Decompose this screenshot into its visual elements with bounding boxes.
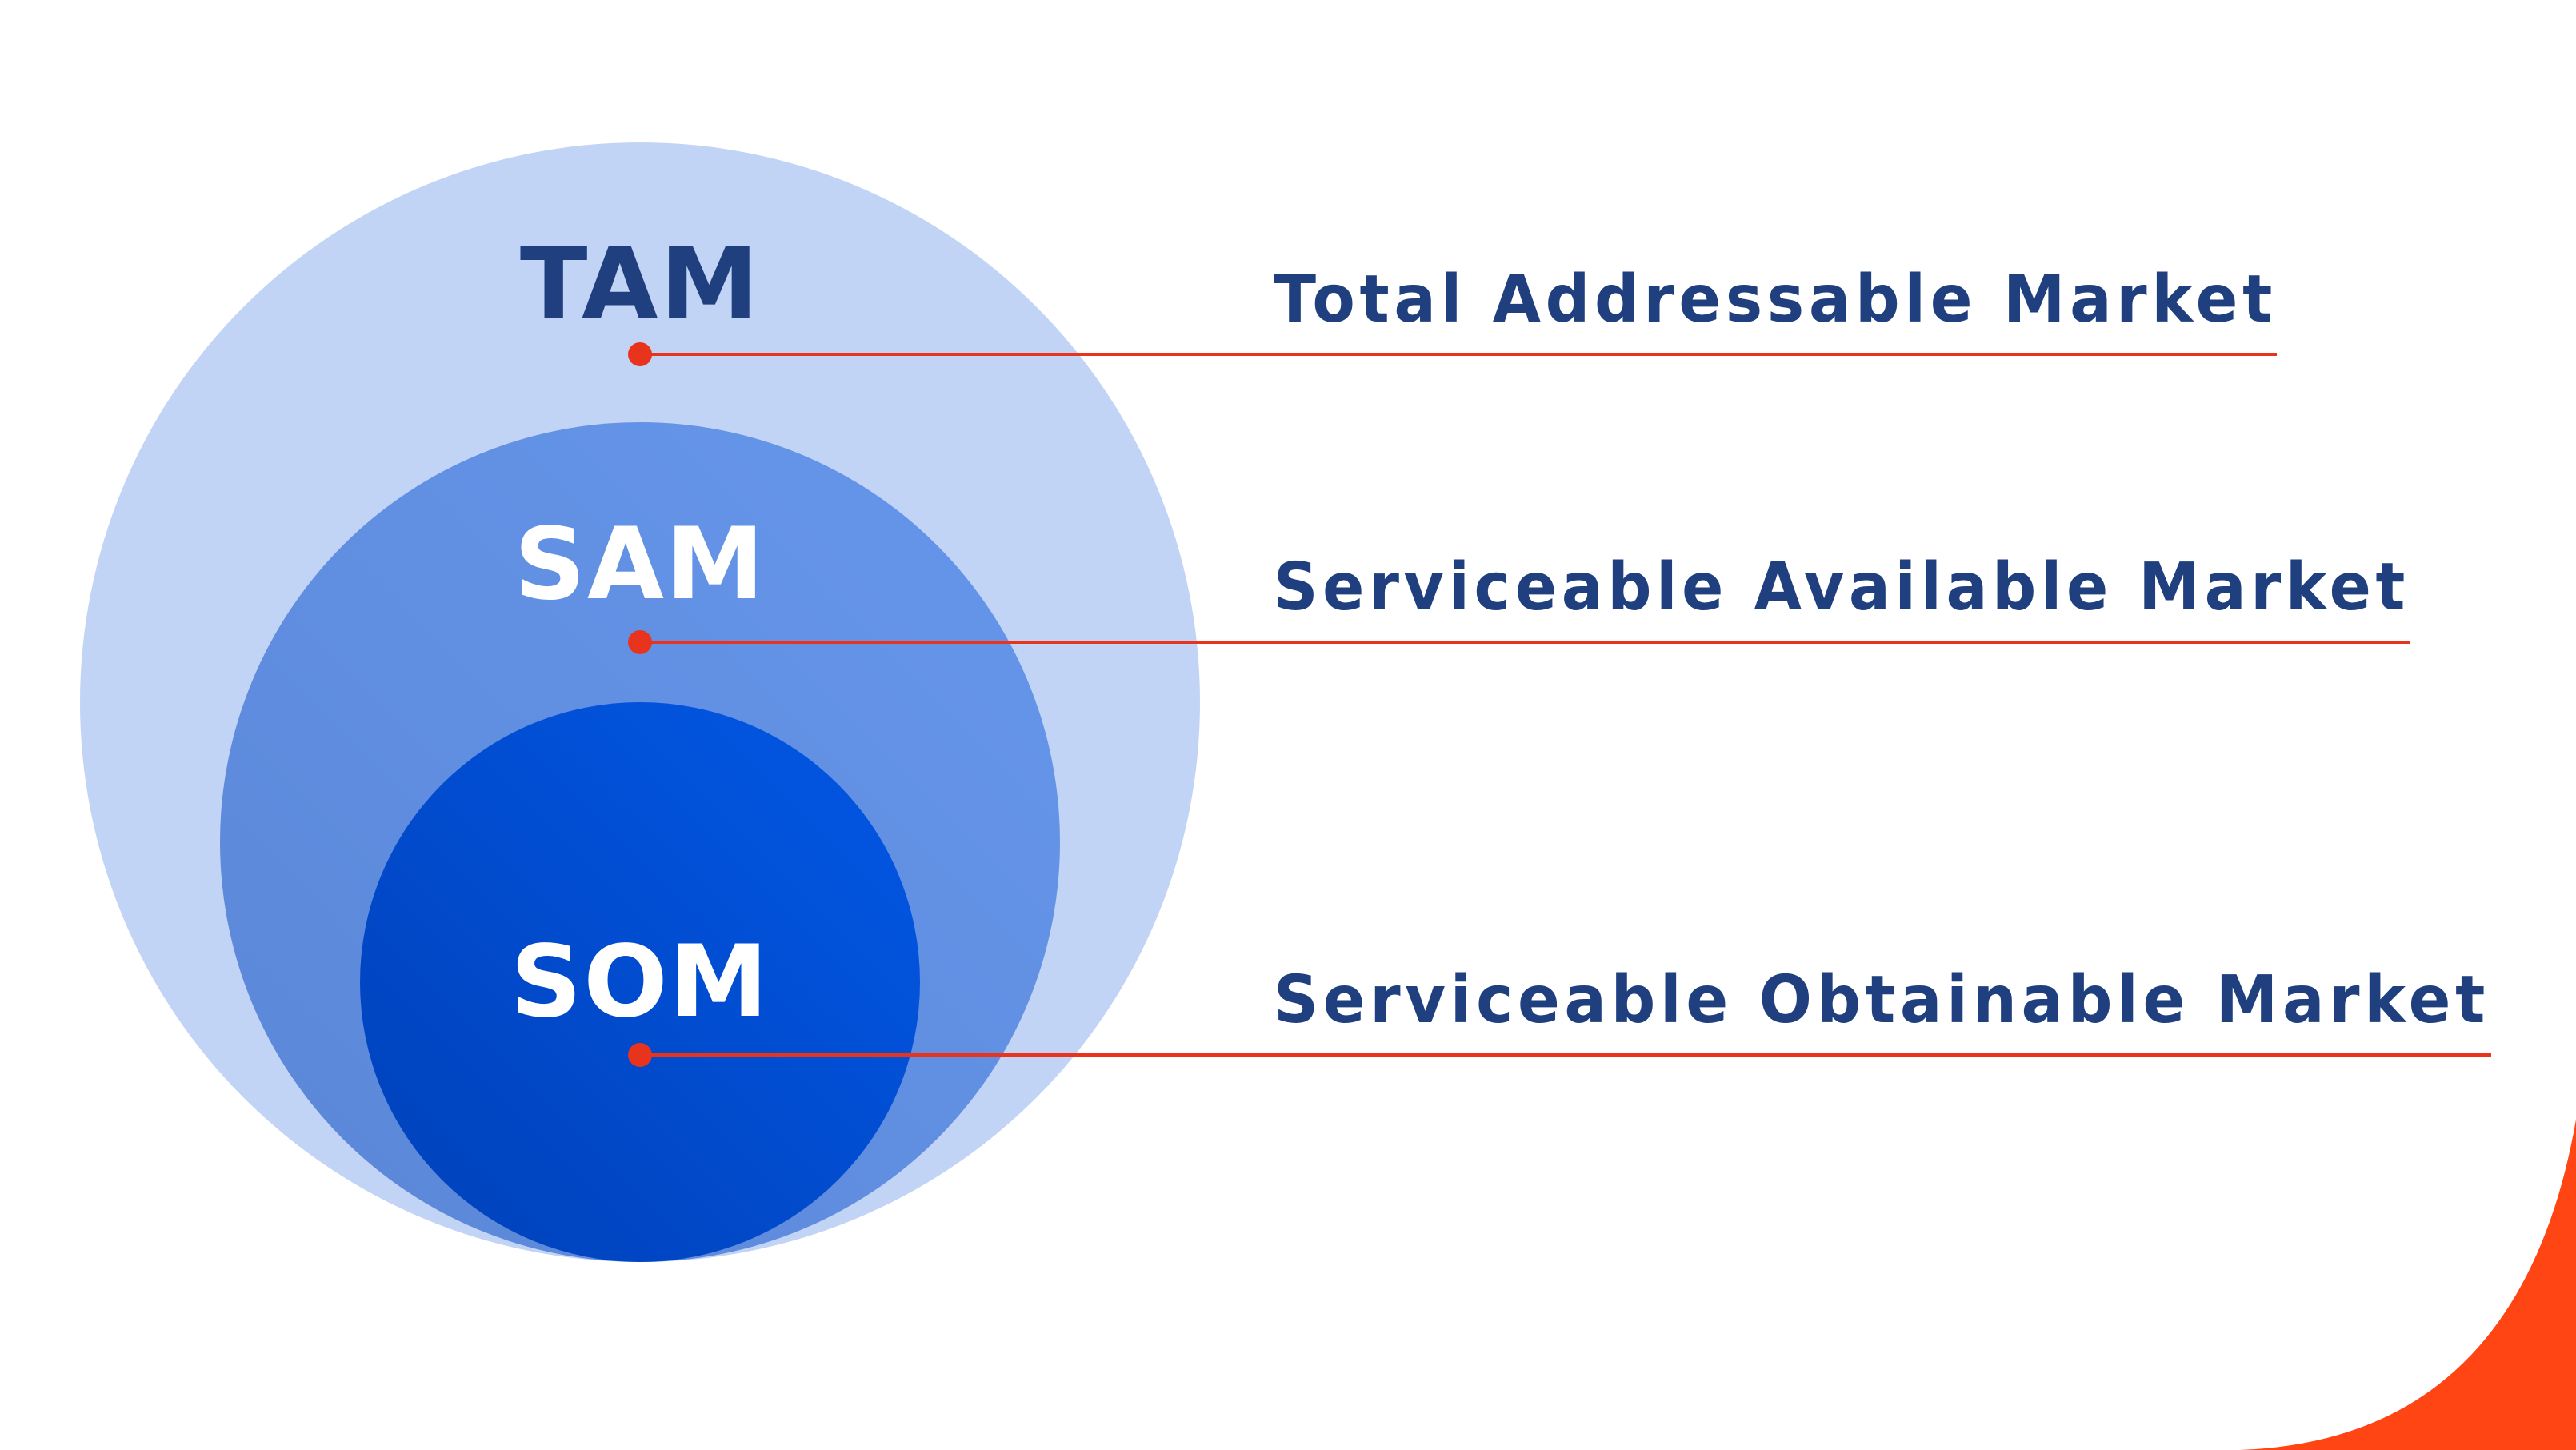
tam-label: TAM — [520, 227, 760, 342]
tam-leader-dot — [628, 342, 652, 366]
sam-label: SAM — [514, 507, 766, 622]
som-label: SOM — [510, 925, 770, 1040]
som-circle — [360, 702, 920, 1262]
som-leader-dot — [628, 1043, 652, 1067]
sam-description: Serviceable Available Market — [1274, 549, 2410, 625]
som-description: Serviceable Obtainable Market — [1274, 962, 2490, 1038]
accent-corner — [2240, 1120, 2576, 1450]
sam-leader-dot — [628, 630, 652, 654]
tam-description: Total Addressable Market — [1274, 262, 2277, 338]
